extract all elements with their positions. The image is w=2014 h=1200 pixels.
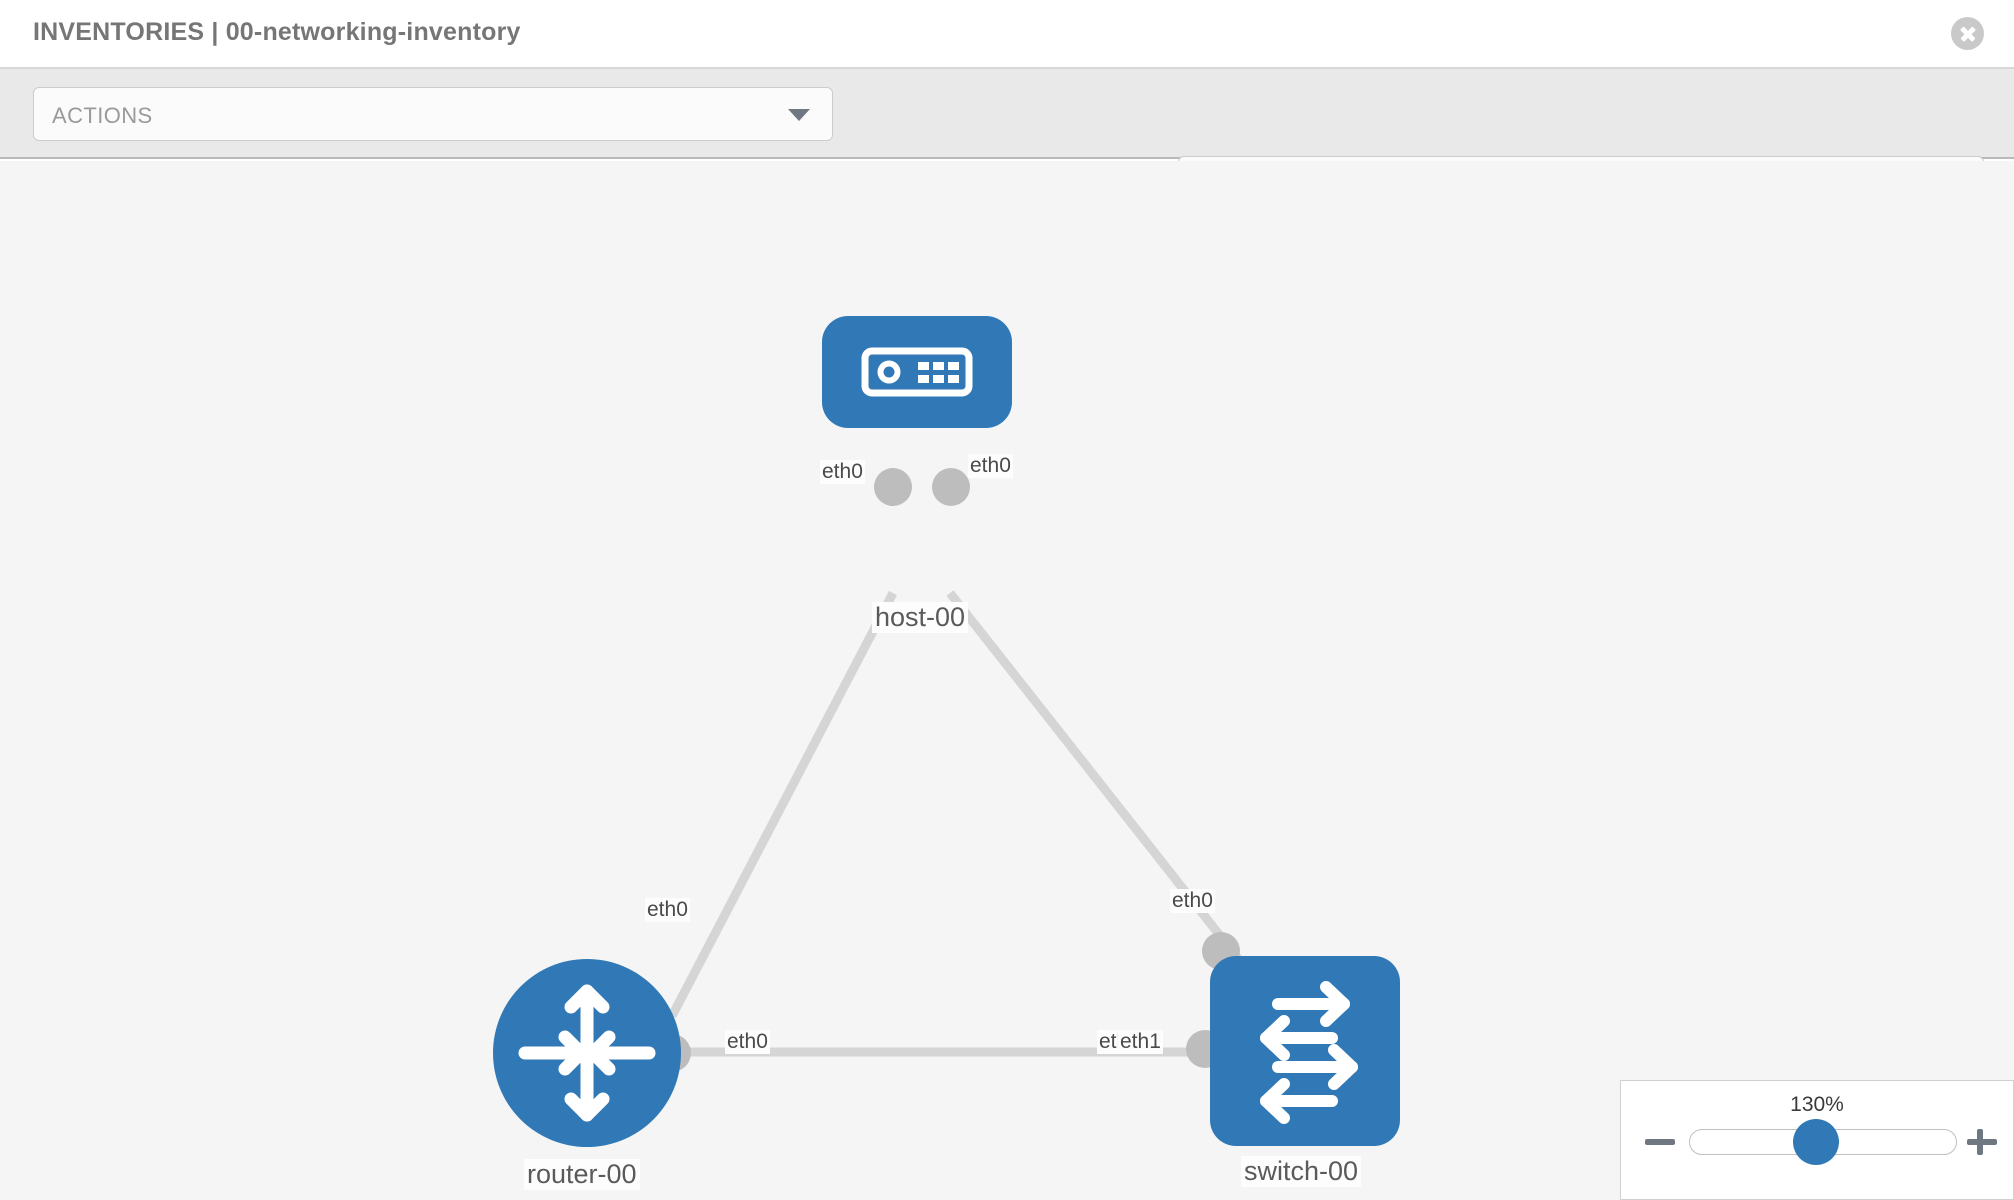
zoom-level-label: 130% (1790, 1093, 1844, 1116)
zoom-out-button[interactable] (1643, 1125, 1677, 1159)
node-host-00-shape (822, 316, 1012, 428)
minus-icon (1645, 1139, 1675, 1145)
port-label-host-right: eth0 (968, 454, 1013, 478)
zoom-in-button[interactable] (1965, 1125, 1999, 1159)
zoom-slider-thumb[interactable] (1793, 1119, 1839, 1165)
zoom-control: 130% (1620, 1080, 2014, 1200)
actions-dropdown-label: ACTIONS (52, 103, 153, 128)
port-nub-host-right[interactable] (932, 468, 970, 506)
port-nub-host-left[interactable] (874, 468, 912, 506)
port-label-router-right: eth0 (725, 1030, 770, 1054)
port-label-host-left: eth0 (820, 460, 865, 484)
topology-canvas[interactable]: host-00 eth0 eth0 (0, 161, 2014, 1200)
actions-dropdown[interactable]: ACTIONS (33, 87, 833, 141)
node-switch-00-label: switch-00 (1241, 1156, 1362, 1187)
page-title: INVENTORIES | 00-networking-inventory (33, 18, 521, 46)
node-router-00[interactable]: router-00 (493, 959, 691, 1190)
close-icon[interactable] (1951, 17, 1984, 50)
port-label-switch-up: eth0 (1170, 889, 1215, 913)
node-switch-00[interactable]: switch-00 (1186, 932, 1400, 1187)
router-arrows-icon (518, 984, 656, 1122)
chevron-down-icon (788, 109, 810, 121)
toolbar: ACTIONS SEARCH (0, 69, 2014, 210)
server-icon (861, 347, 973, 397)
switch-arrows-icon (1260, 981, 1358, 1124)
port-label-router-up: eth0 (645, 898, 690, 922)
port-label-switch-left-b: eth1 (1118, 1030, 1163, 1054)
link-host-router (668, 590, 897, 1019)
node-router-00-label: router-00 (524, 1159, 640, 1190)
node-router-00-shape (493, 959, 681, 1147)
node-switch-00-shape (1210, 956, 1400, 1146)
page-header: INVENTORIES | 00-networking-inventory (0, 0, 2014, 69)
plus-icon-v (1977, 1129, 1983, 1155)
node-host-00-label: host-00 (872, 602, 969, 633)
node-host-00[interactable]: host-00 (822, 316, 1012, 633)
